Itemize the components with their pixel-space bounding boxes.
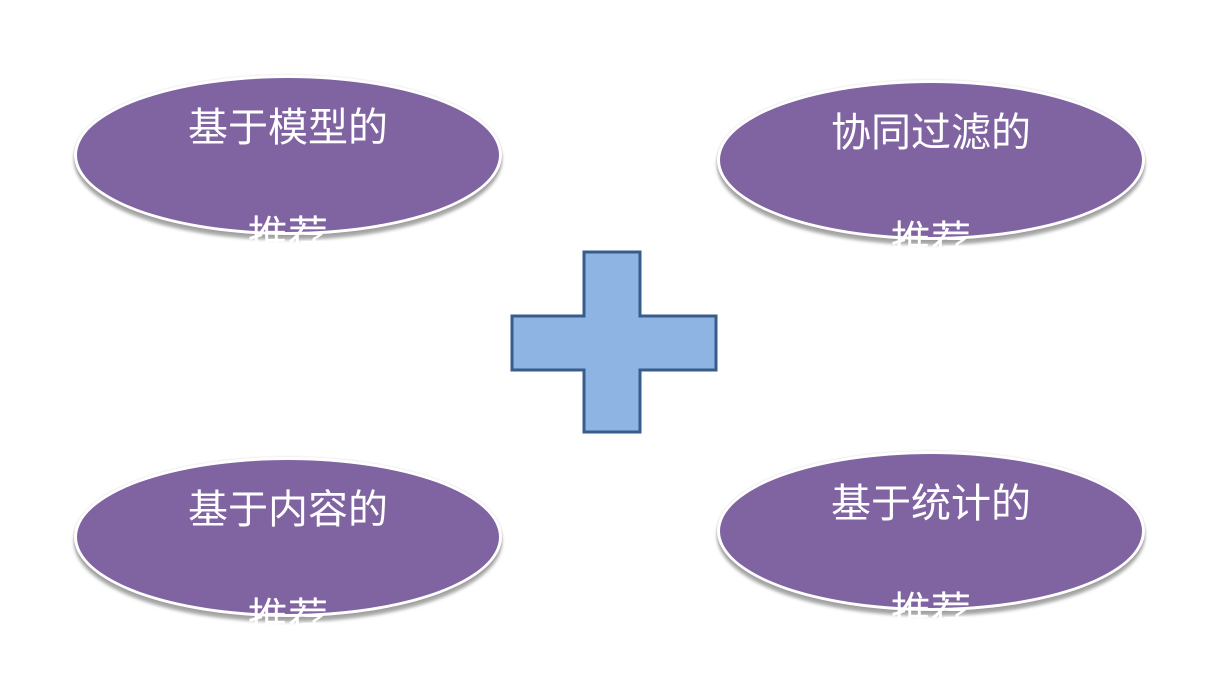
plus-icon-svg [510, 250, 718, 434]
node-collaborative-filtering: 协同过滤的 推荐 [717, 80, 1145, 264]
node-model-based: 基于模型的 推荐 [74, 75, 502, 259]
node-content-based: 基于内容的 推荐 [74, 457, 502, 641]
plus-shape [510, 250, 718, 434]
node-label-line2: 推荐 [248, 213, 328, 259]
plus-icon [510, 250, 718, 434]
node-label-line2: 推荐 [891, 589, 971, 635]
node-statistics-based: 基于统计的 推荐 [717, 451, 1145, 635]
node-label-line1: 基于内容的 [188, 487, 388, 533]
node-label-line1: 基于模型的 [188, 105, 388, 151]
node-label-line1: 基于统计的 [831, 481, 1031, 527]
node-label-line2: 推荐 [891, 218, 971, 264]
node-label-line2: 推荐 [248, 595, 328, 641]
node-label-line1: 协同过滤的 [831, 110, 1031, 156]
